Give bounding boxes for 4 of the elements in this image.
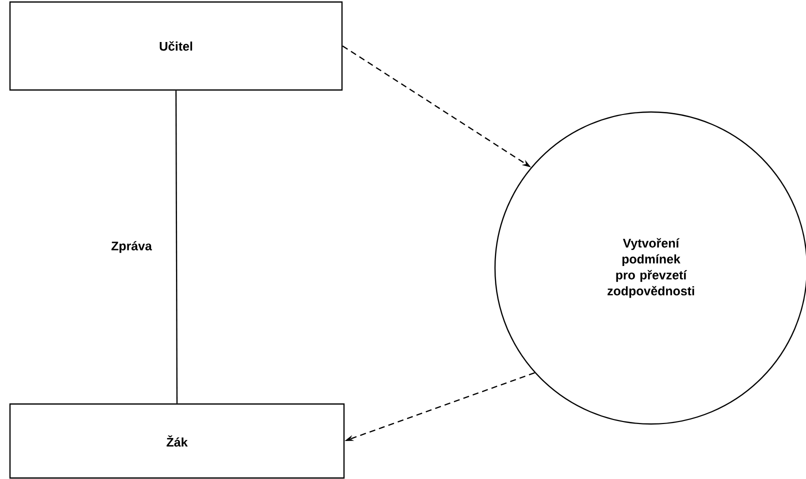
connector-line — [175, 90, 178, 404]
edge-label: Zpráva — [109, 239, 154, 255]
entity-box: Žák — [9, 403, 345, 479]
entity-box: Učitel — [9, 1, 343, 91]
